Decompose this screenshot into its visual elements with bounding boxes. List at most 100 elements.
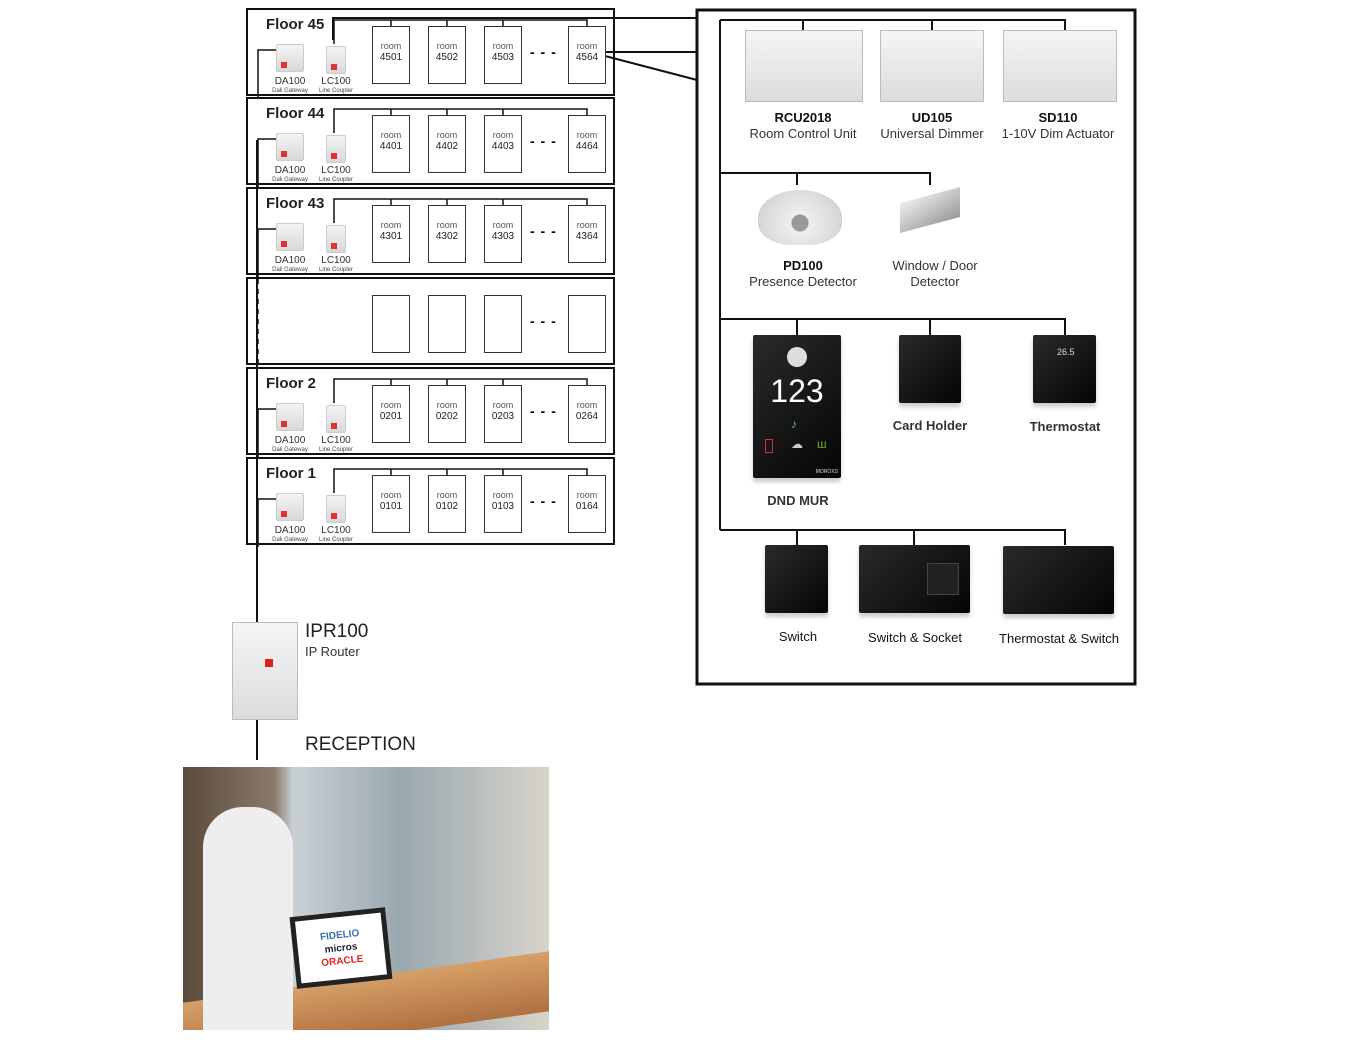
room-box[interactable]	[372, 295, 410, 353]
reception-monitor: FIDELIO micros ORACLE	[289, 907, 393, 989]
room-box[interactable]	[428, 295, 466, 353]
room-word: room	[492, 130, 514, 140]
room-box[interactable]	[568, 295, 606, 353]
floor-title: Floor 2	[266, 375, 317, 392]
mur-icon: ☁	[791, 437, 803, 451]
rcu2018-image	[745, 30, 863, 102]
sd110-image	[1003, 30, 1117, 102]
room-word: room	[576, 220, 598, 230]
ellipsis-dashes: - - -	[530, 403, 557, 419]
room-word: room	[436, 130, 458, 140]
coupler-name: LC100	[321, 525, 351, 536]
room-number: 4502	[435, 52, 459, 63]
ellipsis-dashes: - - -	[530, 493, 557, 509]
room-number: 0201	[379, 411, 403, 422]
room-number: 4501	[379, 52, 403, 63]
room-word: room	[380, 490, 402, 500]
room-word: room	[436, 400, 458, 410]
presence-detector-image	[758, 190, 842, 245]
gateway-name: DA100	[274, 76, 306, 87]
room-number: 0164	[575, 501, 599, 512]
room-number: 0264	[575, 411, 599, 422]
dnd-icon	[765, 439, 773, 453]
gateway-desc: Dali Gateway	[272, 88, 308, 94]
thermostat-panel: 26.5	[1033, 335, 1096, 403]
room-number: 0101	[379, 501, 403, 512]
room-word: room	[436, 220, 458, 230]
service-icon: ш	[817, 437, 827, 451]
room-word: room	[576, 41, 598, 51]
room-word: room	[492, 490, 514, 500]
thermostat-label: Thermostat	[1029, 419, 1101, 434]
room-number: 4503	[491, 52, 515, 63]
coupler-name: LC100	[321, 435, 351, 446]
reception-photo: FIDELIO micros ORACLE	[183, 767, 549, 1030]
room-word: room	[380, 130, 402, 140]
router-name: IPR100	[305, 621, 369, 642]
room-box[interactable]	[484, 295, 522, 353]
room-word: room	[436, 490, 458, 500]
router-desc: IP Router	[305, 644, 360, 659]
room-number: 4402	[435, 141, 459, 152]
coupler-name: LC100	[321, 165, 351, 176]
room-number: 0202	[435, 411, 459, 422]
gateway-name: DA100	[274, 525, 306, 536]
room-number: 4401	[379, 141, 403, 152]
da100-device-icon	[276, 493, 304, 521]
room-number: 4464	[575, 141, 599, 152]
coupler-desc: Line Coupler	[318, 267, 354, 273]
lc100-device-icon	[326, 405, 346, 433]
coupler-name: LC100	[321, 255, 351, 266]
thermostat-switch-label: Thermostat & Switch	[999, 631, 1119, 646]
lc100-device-icon	[326, 135, 346, 163]
ipr100-image	[232, 622, 298, 720]
switch-label: Switch	[778, 629, 818, 644]
gateway-name: DA100	[274, 165, 306, 176]
dnd-number: 123	[770, 373, 824, 409]
thermostat-display: 26.5	[1057, 347, 1075, 357]
gateway-desc: Dali Gateway	[272, 177, 308, 183]
room-number: 0103	[491, 501, 515, 512]
ellipsis-dashes: - - -	[530, 44, 557, 60]
lc100-device-icon	[326, 495, 346, 523]
bell-icon: ♪	[791, 417, 797, 431]
gateway-desc: Dali Gateway	[272, 267, 308, 273]
da100-device-icon	[276, 133, 304, 161]
switch-socket-label: Switch & Socket	[868, 630, 962, 645]
switch-panel	[765, 545, 828, 613]
room-word: room	[576, 130, 598, 140]
card-holder-label: Card Holder	[892, 418, 968, 433]
coupler-desc: Line Coupler	[318, 177, 354, 183]
room-word: room	[436, 41, 458, 51]
